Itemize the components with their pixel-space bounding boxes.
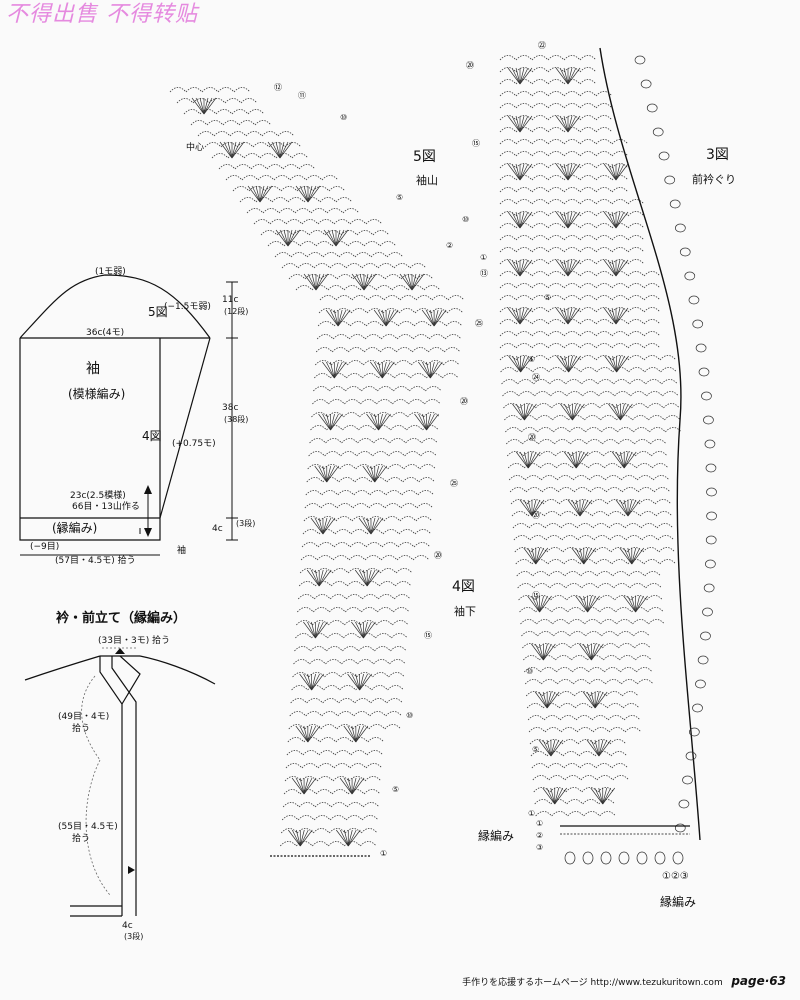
row-mark-20c: ⑳ [466, 61, 474, 70]
row-mark-25: ㉕ [450, 479, 458, 488]
edge-label-left: 縁編み [478, 829, 515, 843]
fig4-subtitle: 袖下 [454, 605, 476, 618]
sleeve-fig4-ref: 4図 [142, 429, 162, 443]
sleeve-inc-label: (+0.75モ) [172, 439, 216, 449]
collar-a-label: (33目・3モ) 拾う [98, 636, 171, 646]
row-mark-10d: ⑩ [526, 667, 534, 676]
sleeve-h2b: (38段) [224, 415, 249, 424]
row-mark-38: ⑬ [480, 269, 488, 278]
sleeve-dec-label: (−1.5モ弱) [164, 302, 211, 312]
watermark-text: 不得出售 不得转贴 [6, 2, 198, 27]
sleeve-fig5-ref: 5図 [148, 305, 168, 319]
sleeve-h1: 11c [222, 295, 239, 305]
sleeve-cuff-label: 袖 [177, 546, 187, 556]
collar-d-label: 4c [122, 921, 133, 931]
collar-c-label: (55目・4.5モ) [58, 822, 118, 832]
center-label: 中心 [186, 143, 205, 153]
fig5-title: 5図 [413, 149, 436, 165]
row-mark-20: ⑳ [434, 551, 442, 560]
row-mark-15: ⑮ [424, 631, 432, 640]
row-mark-11: ⑪ [298, 91, 306, 100]
row-mark-10b: ⑩ [406, 711, 414, 720]
row-mark-3e: ③ [536, 843, 544, 852]
footer: 手作りを応援するホームページ http://www.tezukuritown.c… [462, 975, 786, 988]
sleeve-top-label: (1モ弱) [95, 267, 126, 277]
sleeve-minus-label: (−9目) [30, 542, 60, 552]
row-mark-20e: ⑳ [532, 511, 540, 520]
row-mark-5: ⑤ [396, 193, 404, 202]
edge-rows-label: ①②③ [662, 871, 689, 882]
row-mark-10: ⑩ [340, 113, 348, 122]
row-mark-35: ㉕ [475, 319, 483, 328]
sleeve-name: 袖 [86, 361, 100, 377]
row-mark-2e: ② [536, 831, 544, 840]
collar-b2-label: 拾う [72, 724, 91, 734]
chart-fig3-front-neck [499, 47, 717, 865]
sleeve-h2: 38c [222, 403, 239, 413]
page-number: page·63 [731, 974, 786, 988]
collar-d2-label: (3段) [124, 932, 144, 941]
row-mark-1b: ① [380, 849, 388, 858]
row-mark-1d: ① [528, 809, 536, 818]
row-mark-20d: ⑳ [528, 433, 536, 442]
sleeve-pickup-label: (57目・4.5モ) 拾う [55, 556, 136, 566]
row-mark-5d: ⑤ [532, 745, 540, 754]
row-mark-1: ① [480, 253, 488, 262]
fig3-subtitle: 前衿ぐり [692, 173, 736, 186]
row-mark-15d: ⑮ [532, 591, 540, 600]
row-mark-5b: ⑤ [392, 785, 400, 794]
chart-fig4-sleeve-seam [270, 295, 465, 857]
sleeve-make-note: 66目・13山作る [72, 502, 140, 512]
sleeve-edge-label: (縁編み) [52, 521, 98, 535]
edge-label-bottom: 縁編み [660, 895, 697, 909]
footer-text: 手作りを応援するホームページ http://www.tezukuritown.c… [462, 978, 723, 988]
fig4-title: 4図 [452, 579, 475, 595]
collar-title: 衿・前立て（縁編み） [56, 611, 187, 626]
sleeve-h3b: (3段) [236, 519, 256, 528]
row-mark-15c: ⑮ [472, 139, 480, 148]
sleeve-pattern: (模様編み) [68, 387, 126, 401]
row-mark-22: ㉒ [538, 41, 546, 50]
collar-c2-label: 拾う [72, 834, 91, 844]
sleeve-width-label: 36c(4モ) [86, 328, 125, 338]
collar-b-label: (49目・4モ) [58, 712, 110, 722]
row-mark-5c: ⑤ [544, 293, 552, 302]
chart-fig5-sleeve-cap [169, 87, 441, 291]
row-mark-2: ② [446, 241, 454, 250]
fig3-title: 3図 [706, 147, 729, 163]
sleeve-h3: 4c [212, 524, 223, 534]
row-mark-30: ⑳ [460, 397, 468, 406]
sleeve-h1b: (12段) [224, 307, 249, 316]
fig5-subtitle: 袖山 [416, 174, 438, 187]
row-mark-10c: ⑩ [462, 215, 470, 224]
sleeve-rows-note: 23c(2.5模様) [70, 491, 126, 501]
row-mark-12: ⑫ [274, 83, 282, 92]
row-mark-1e: ① [536, 819, 544, 828]
row-mark-24c: ㉔ [532, 373, 540, 382]
row-mark-1c: ① [528, 355, 536, 364]
